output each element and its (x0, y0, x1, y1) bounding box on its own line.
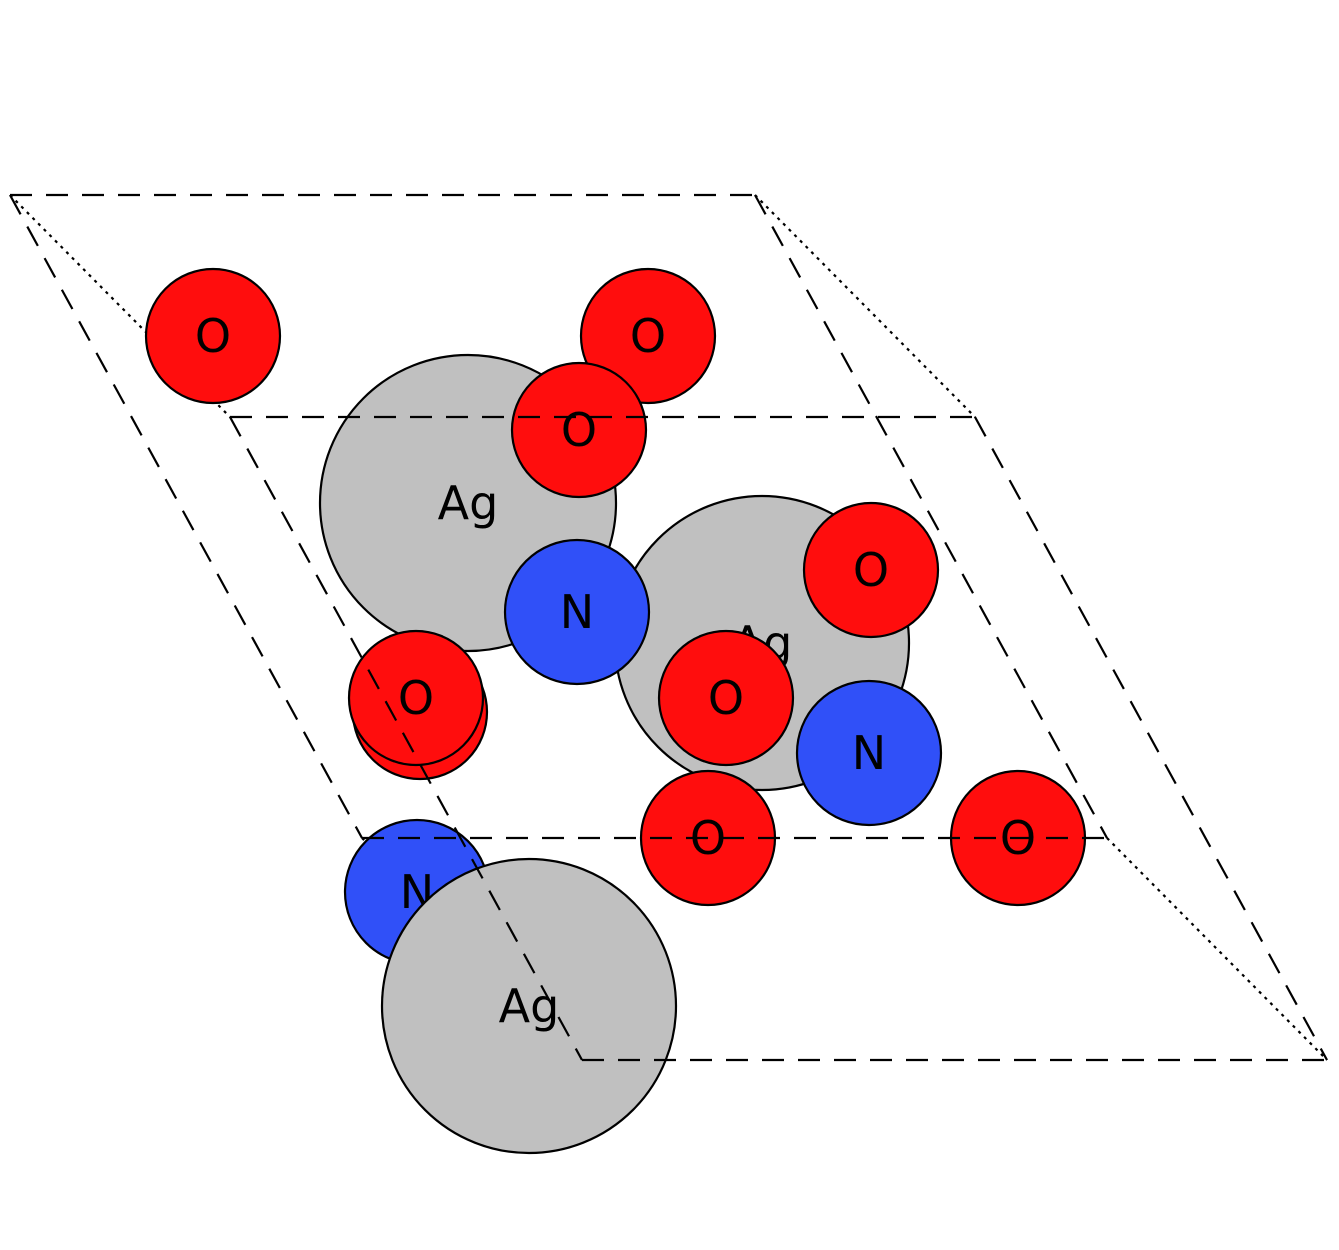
atom-disc (657, 629, 795, 767)
atom-disc (802, 501, 940, 639)
atom-disc (347, 629, 485, 767)
atoms-layer: Ag Ag O O O O N O (144, 267, 1087, 1155)
atom-label: O (630, 309, 666, 363)
atom-disc (510, 361, 648, 499)
atom-o: O (657, 629, 795, 767)
cell-edge (9, 194, 363, 839)
cell-edge (754, 194, 976, 418)
cell-edge (974, 416, 1328, 1061)
atom-disc (144, 267, 282, 405)
unit-cell-back-face (9, 193, 1108, 839)
atom-o: O (579, 267, 717, 405)
atom-label: N (852, 726, 886, 780)
atom-label: O (398, 671, 434, 725)
cell-edge (754, 194, 1108, 839)
atom-disc (795, 679, 943, 827)
atom-o: O (144, 267, 282, 405)
atom-label: O (561, 403, 597, 457)
atom-disc (579, 267, 717, 405)
atom-label: Ag (499, 979, 560, 1033)
atom-n: N (503, 538, 651, 686)
atom-ag: Ag (380, 857, 678, 1155)
cell-edge (229, 416, 583, 1061)
atom-label: Ag (438, 476, 499, 530)
unit-cell-front-face (229, 415, 1328, 1062)
atom-label: O (195, 309, 231, 363)
atom-n: N (795, 679, 943, 827)
atom-o: O (802, 501, 940, 639)
cell-edge (1106, 837, 1328, 1061)
atom-o: O (347, 629, 485, 767)
atom-label: N (560, 585, 594, 639)
atom-disc (380, 857, 678, 1155)
atom-label: O (853, 543, 889, 597)
atom-label: O (708, 671, 744, 725)
atom-disc (503, 538, 651, 686)
atom-o: O (510, 361, 648, 499)
